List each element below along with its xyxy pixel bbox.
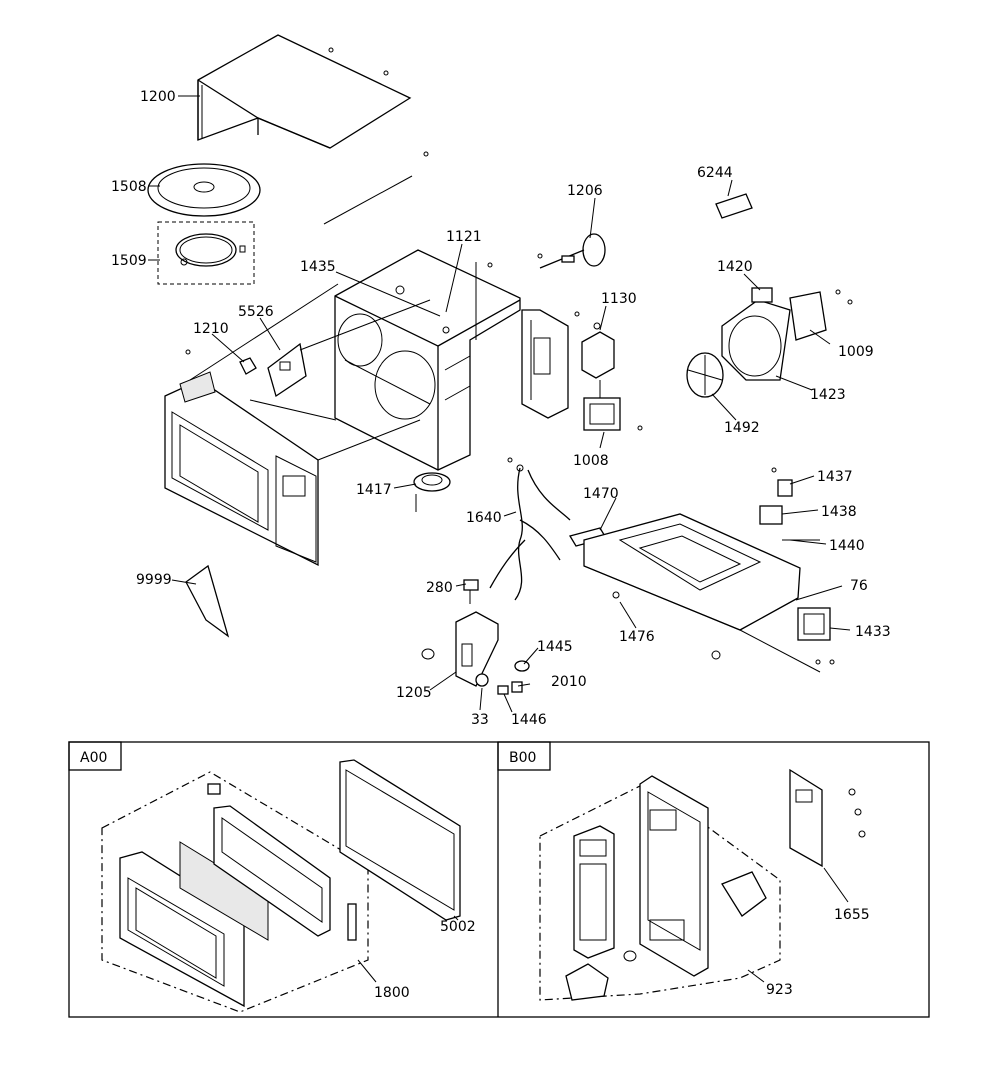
power-cord-part <box>537 233 606 269</box>
callout-1433: 1433 <box>855 624 891 640</box>
callout-1438: 1438 <box>821 504 857 520</box>
callout-1121: 1121 <box>446 229 482 245</box>
roller-ring-part <box>157 221 255 285</box>
transformer-part <box>739 607 835 673</box>
manual-sheet-part <box>185 564 230 638</box>
outer-cabinet-part <box>197 34 429 225</box>
callout-1437: 1437 <box>817 469 853 485</box>
oven-cavity-part <box>334 249 521 471</box>
assembly-guide-lines <box>189 283 431 461</box>
callout-1640: 1640 <box>466 510 502 526</box>
callout-1800: 1800 <box>374 985 410 1001</box>
callout-1470: 1470 <box>583 486 619 502</box>
callout-1206: 1206 <box>567 183 603 199</box>
callout-6244: 6244 <box>697 165 733 181</box>
turntable-motor-part <box>413 472 451 512</box>
callout-1655: 1655 <box>834 907 870 923</box>
callout-1420: 1420 <box>717 259 753 275</box>
callout-5002: 5002 <box>440 919 476 935</box>
callout-1009: 1009 <box>838 344 874 360</box>
callout-1130: 1130 <box>601 291 637 307</box>
callout-1508: 1508 <box>111 179 147 195</box>
callout-labels: 1200 1508 1509 1121 1206 6244 1435 5526 … <box>111 89 891 728</box>
callout-leaders <box>148 95 851 713</box>
magnetron-part <box>583 380 643 431</box>
callout-1205: 1205 <box>396 685 432 701</box>
callout-1445: 1445 <box>537 639 573 655</box>
callout-5526: 5526 <box>238 304 274 320</box>
callout-280: 280 <box>426 580 453 596</box>
callout-2010: 2010 <box>551 674 587 690</box>
callout-1417: 1417 <box>356 482 392 498</box>
cavity-side-bracket-part <box>521 309 580 419</box>
capacitor-parts <box>759 467 820 541</box>
callout-1423: 1423 <box>810 387 846 403</box>
switch-parts <box>475 660 530 695</box>
switch-bracket-part <box>581 322 615 379</box>
callout-1492: 1492 <box>724 420 760 436</box>
callout-1509: 1509 <box>111 253 147 269</box>
door-front-part <box>164 349 319 567</box>
panel-plate-part <box>267 342 307 398</box>
fan-blade-part <box>686 352 724 398</box>
sub-assembly-panels: A00 B00 <box>68 741 930 1018</box>
callout-1440: 1440 <box>829 538 865 554</box>
callout-1476: 1476 <box>619 629 655 645</box>
callout-1200: 1200 <box>140 89 176 105</box>
callout-76: 76 <box>850 578 868 594</box>
door-assembly-part <box>101 759 461 1013</box>
wire-harness-part <box>489 464 571 601</box>
fan-motor-assembly-part <box>721 287 853 381</box>
callout-1435: 1435 <box>300 259 336 275</box>
latch-assembly-part <box>421 611 499 687</box>
callout-33: 33 <box>471 712 489 728</box>
callout-1446: 1446 <box>511 712 547 728</box>
callout-1210: 1210 <box>193 321 229 337</box>
knob-cover-part <box>715 193 753 219</box>
base-plate-part <box>583 513 801 660</box>
panel-tag-a00: A00 <box>80 750 107 766</box>
callout-923: 923 <box>766 982 793 998</box>
fuse-holder-part <box>463 579 479 604</box>
glass-tray-part <box>147 163 261 217</box>
callout-1008: 1008 <box>573 453 609 469</box>
panel-tag-b00: B00 <box>509 750 536 766</box>
control-panel-assembly-part <box>539 768 866 1001</box>
callout-9999: 9999 <box>136 572 172 588</box>
